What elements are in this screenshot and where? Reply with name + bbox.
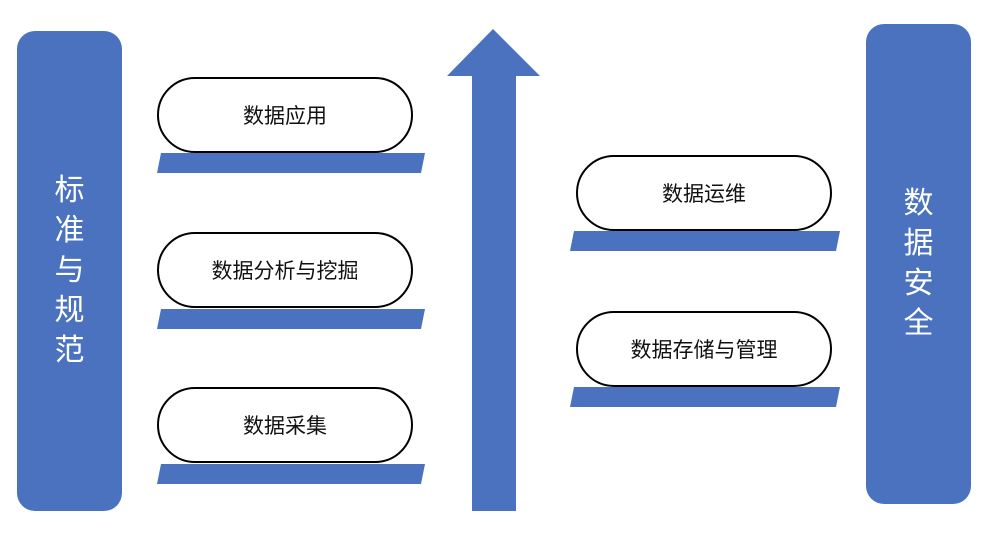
standards-pillar-char: 范 bbox=[54, 333, 85, 368]
stage-label: 数据存储与管理 bbox=[576, 311, 832, 387]
stage-label: 数据分析与挖掘 bbox=[157, 232, 413, 308]
stage-data-operations: 数据运维 bbox=[570, 155, 840, 255]
stage-label: 数据应用 bbox=[157, 77, 413, 153]
stage-platform bbox=[570, 231, 840, 251]
stage-label: 数据采集 bbox=[157, 387, 413, 463]
stage-platform bbox=[157, 309, 425, 329]
stage-data-collection: 数据采集 bbox=[157, 387, 425, 487]
security-pillar-char: 据 bbox=[903, 226, 934, 261]
standards-pillar-char: 规 bbox=[54, 293, 85, 328]
standards-pillar-char: 标 bbox=[54, 173, 85, 208]
standards-pillar: 标 准 与 规 范 bbox=[17, 31, 122, 511]
security-pillar-char: 安 bbox=[903, 266, 934, 301]
stage-data-analysis-mining: 数据分析与挖掘 bbox=[157, 232, 425, 332]
arrow-up-icon bbox=[447, 29, 540, 511]
stage-label: 数据运维 bbox=[576, 155, 832, 231]
stage-platform bbox=[157, 464, 425, 484]
security-pillar: 数 据 安 全 bbox=[866, 24, 971, 504]
security-pillar-char: 数 bbox=[903, 186, 934, 221]
stage-data-storage-management: 数据存储与管理 bbox=[570, 311, 840, 411]
stage-data-application: 数据应用 bbox=[157, 77, 425, 177]
stage-platform bbox=[570, 387, 840, 407]
standards-pillar-char: 与 bbox=[54, 253, 85, 288]
security-pillar-char: 全 bbox=[903, 306, 934, 341]
standards-pillar-char: 准 bbox=[54, 213, 85, 248]
stage-platform bbox=[157, 153, 425, 173]
